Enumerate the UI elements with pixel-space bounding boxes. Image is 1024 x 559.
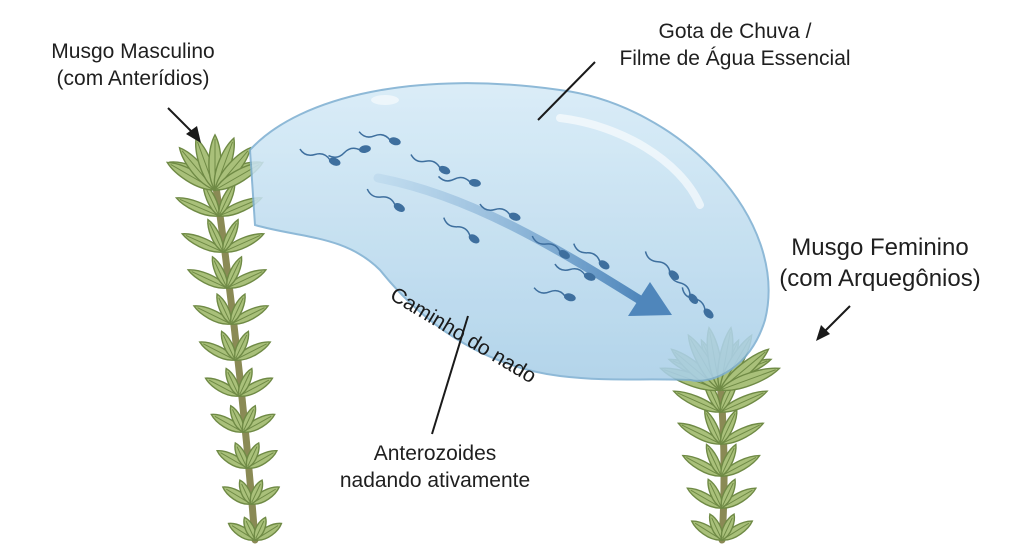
leaf [249,479,264,505]
leaf [186,269,229,289]
sperm-label-line-2: nadando ativamente [339,469,531,492]
water-drop-label-line-1: Gota de Chuva / [658,20,812,43]
leaf [207,218,224,254]
sperm [554,263,596,281]
leaf [676,422,723,445]
leaf [233,330,250,362]
leaf [180,233,225,253]
leaf [720,478,736,510]
male-leader-arrowhead [186,126,201,143]
sperm [328,145,371,159]
water-highlight-dot [371,95,399,105]
leaf [225,367,241,398]
sperm [681,287,714,319]
male-moss-label-line-1: Musgo Masculino [51,40,215,63]
sperm-leader-line [431,315,469,435]
leaf [253,516,267,541]
sperm [573,243,610,270]
leaf [720,513,736,542]
leaf [719,422,765,445]
female-leader-arrowhead [816,325,830,341]
leaf [211,255,228,290]
female-moss-label: Musgo Feminino (com Arquegônios) [755,232,1005,294]
swim-path-arrow [373,173,645,305]
female-moss-label-line-2: (com Arquegônios) [779,265,981,292]
water-highlight [556,114,704,209]
leaf [230,292,246,326]
male-moss-plant [165,133,283,544]
water-drop [248,82,770,382]
sperm [437,175,481,187]
sperm-label: Anterozoides nadando ativamente [300,440,570,494]
sperm [410,154,451,175]
leaf [222,218,239,254]
leaf [705,443,723,478]
leaf [241,404,257,434]
leaf [216,292,232,326]
leaf [720,443,737,478]
leaf [221,233,266,253]
water-drop-label-line-2: Filme de Água Essencial [619,47,851,70]
leaf [245,441,260,469]
leaf [719,390,769,413]
sperm [479,203,521,221]
leaf [707,478,723,510]
male-moss-label: Musgo Masculino (com Anterídios) [28,38,238,92]
swim-path-arrowhead [628,282,672,316]
leaf [220,330,237,362]
sperm [533,287,576,302]
sperm [443,217,480,244]
sperm [531,235,570,259]
sperm [358,131,401,146]
leaf [672,390,722,413]
leaf [237,367,253,398]
water-drop-label: Gota de Chuva / Filme de Água Essencial [585,18,885,72]
sperm [366,188,405,212]
sperm [299,148,341,166]
leaf [225,269,268,289]
female-moss-label-line-1: Musgo Feminino [791,234,969,261]
leaf [174,197,221,217]
male-moss-label-line-2: (com Anterídios) [56,67,210,90]
leaf [226,255,243,290]
sperm-label-line-1: Anterozoides [373,442,497,465]
drop-leader-line [537,61,596,121]
leaf [718,367,781,392]
sperm-group [299,131,714,319]
male-leader-line [167,107,196,136]
female-leader-line [822,305,851,334]
